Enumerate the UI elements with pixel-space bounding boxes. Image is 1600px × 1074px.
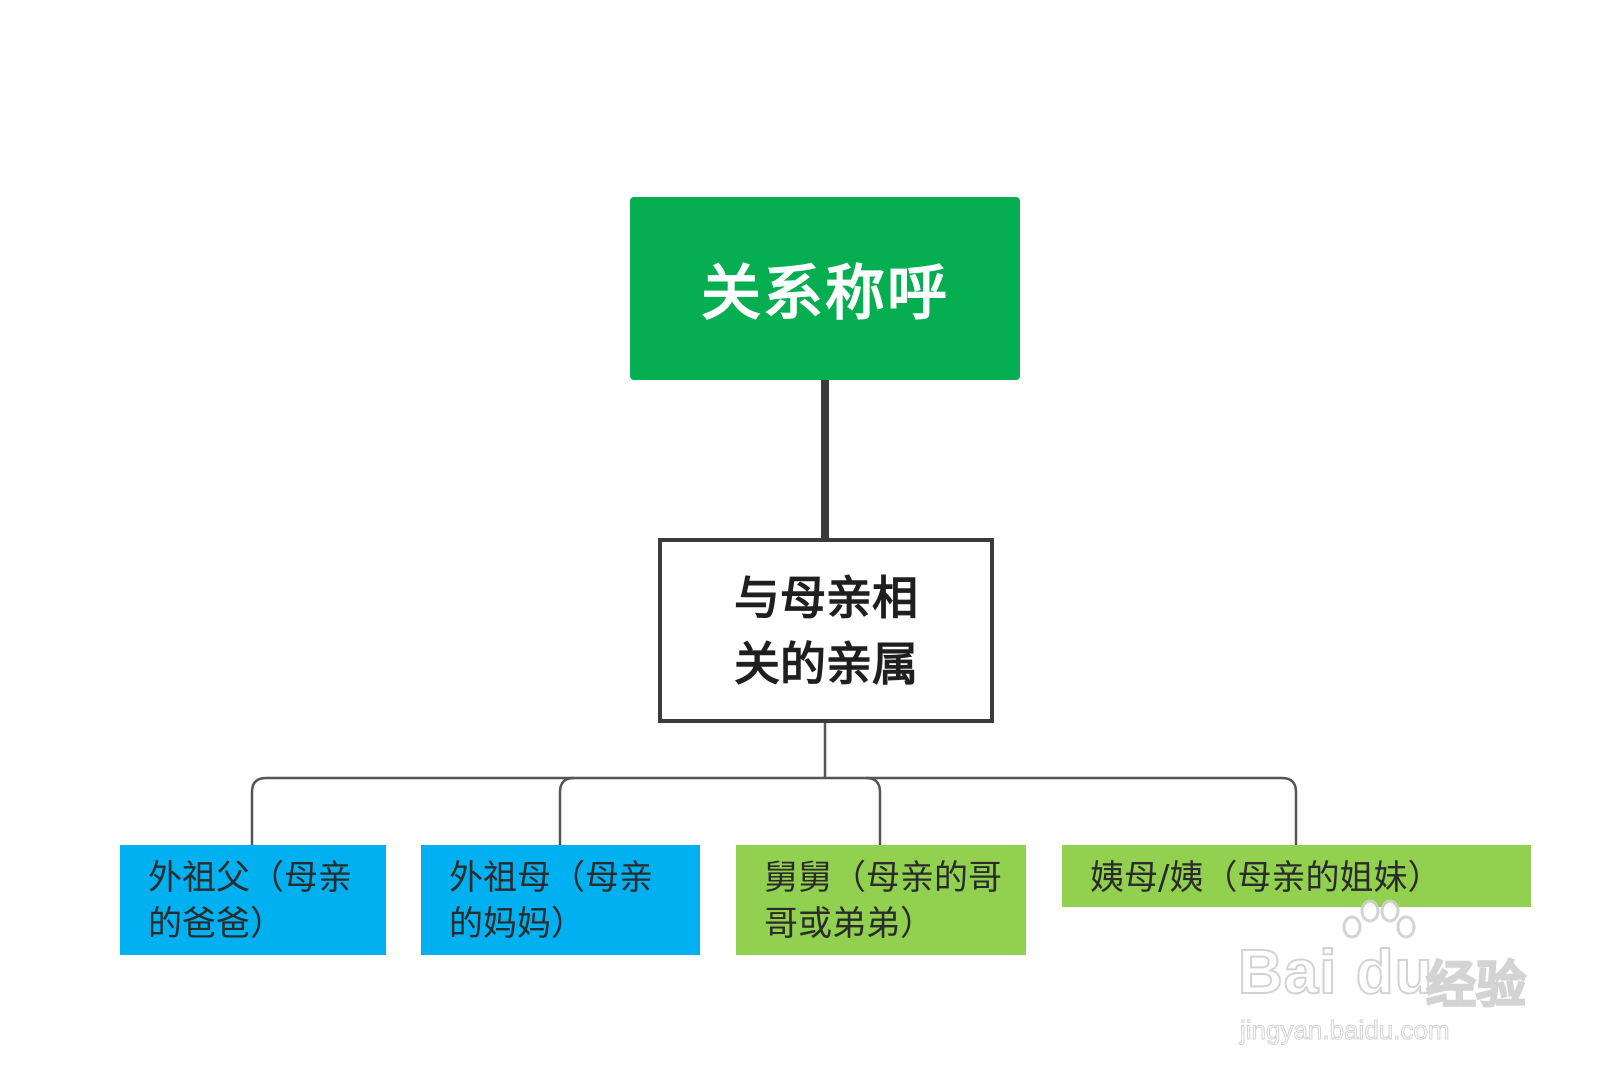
paw-icon (1342, 899, 1416, 939)
leaf-node-maternal-aunt: 姨母/姨（母亲的姐妹） (1062, 845, 1531, 907)
leaf-label-maternal-aunt: 姨母/姨（母亲的姐妹） (1090, 858, 1442, 898)
root-node: 关系称呼 (630, 197, 1020, 380)
leaf-label-maternal-uncle: 舅舅（母亲的哥哥或弟弟） (764, 858, 1002, 944)
branch-node-label: 与母亲相关的亲属 (734, 570, 918, 691)
watermark-logo-cn: 经验 (1425, 955, 1527, 1015)
leaf-node-maternal-grandmother: 外祖母（母亲的妈妈） (421, 845, 700, 955)
leaf-node-maternal-grandfather: 外祖父（母亲的爸爸） (120, 845, 386, 955)
leaf2-connector (558, 776, 575, 845)
leaf3-connector (865, 776, 882, 845)
watermark-url: jingyan.baidu.com (1240, 1015, 1451, 1046)
leaf-bus-connector (250, 776, 1298, 845)
leaf-node-maternal-uncle: 舅舅（母亲的哥哥或弟弟） (736, 845, 1026, 955)
leaf-label-maternal-grandmother: 外祖母（母亲的妈妈） (449, 858, 653, 944)
watermark-logo-text: Bai du (1237, 937, 1434, 1008)
branch-node: 与母亲相关的亲属 (658, 538, 994, 723)
root-node-label: 关系称呼 (701, 259, 949, 329)
leaf-label-maternal-grandfather: 外祖父（母亲的爸爸） (148, 858, 352, 944)
baidu-jingyan-watermark: Bai du 经验 jingyan.baidu.com (1237, 899, 1538, 1055)
